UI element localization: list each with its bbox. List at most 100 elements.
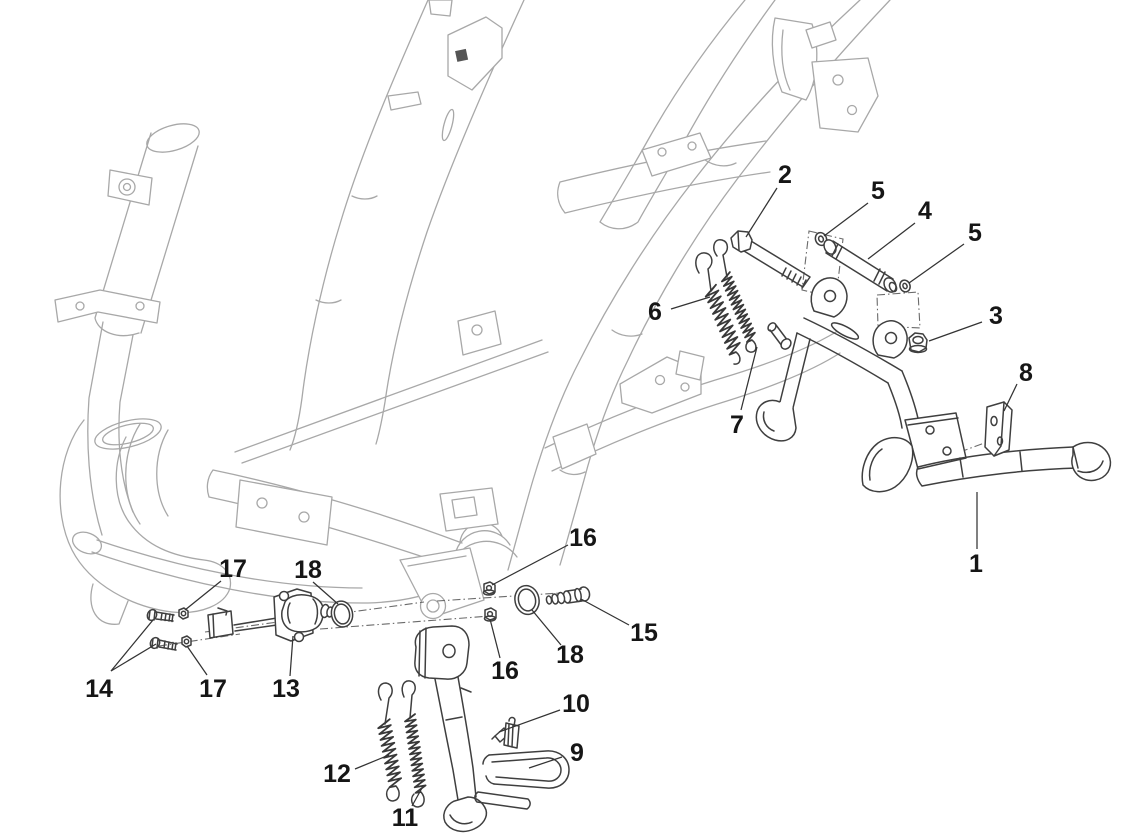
callout-label-17: 17 [219, 555, 247, 583]
side-stand-pivot [414, 625, 470, 680]
stand-mount-plate [904, 412, 967, 470]
leader-line-16 [491, 544, 569, 586]
part-18-oring-right [514, 584, 540, 616]
spine-tab [387, 91, 422, 111]
part-3-nut [908, 332, 928, 354]
switch-body [281, 594, 324, 633]
floor-brace [234, 339, 549, 464]
part-5-washer-right [899, 279, 911, 293]
callout-label-4: 4 [918, 197, 932, 225]
part-12-spring [377, 682, 402, 802]
stand-foot-stop [755, 399, 797, 442]
rear-tube-left [507, 0, 861, 571]
part-11-spring [401, 680, 427, 808]
switch-connector [207, 610, 234, 639]
callout-label-18: 18 [294, 556, 322, 584]
spring-coil [721, 271, 756, 343]
leader-line-9 [528, 756, 563, 769]
callout-label-14: 14 [85, 675, 113, 703]
callout-label-13: 13 [272, 675, 300, 703]
callout-label-5: 5 [871, 177, 885, 205]
leader-line-4 [867, 222, 916, 260]
axis-lower-row [158, 633, 241, 647]
stand-lever-paddle [1071, 441, 1112, 482]
floor-bracket [235, 479, 333, 546]
leader-line-11 [411, 787, 423, 807]
spring-coil [404, 713, 427, 794]
part-7-spring [713, 239, 757, 353]
callout-label-15: 15 [630, 619, 658, 647]
callout-label-16: 16 [569, 524, 597, 552]
part-15-pivot-bolt [545, 586, 591, 605]
leader-line-8 [1003, 383, 1018, 412]
callout-label-17: 17 [199, 675, 227, 703]
leader-line-17 [184, 580, 222, 611]
leader-line-15 [580, 598, 630, 626]
leader-line-17 [186, 645, 208, 676]
leader-line-7 [740, 346, 758, 411]
leader-line-16 [489, 618, 501, 659]
floor-end-plate [439, 487, 499, 532]
part-16-nuts [482, 581, 497, 622]
part-4-spacer-pin [823, 239, 898, 293]
stand-left-leg [779, 332, 811, 409]
leader-line-2 [745, 187, 778, 238]
stand-foot-pad [861, 437, 914, 493]
lower-rail [91, 539, 450, 604]
spring-coil [704, 283, 741, 356]
exploded-parts [146, 230, 1112, 833]
leader-line-18 [531, 609, 562, 646]
callout-labels: 2 5 4 5 3 6 7 8 1 16 17 18 15 18 16 14 17 13 10 9 12 11 [85, 161, 1033, 832]
leader-line-12 [354, 754, 390, 770]
callout-label-12: 12 [323, 760, 351, 788]
leader-line-14 [110, 619, 154, 672]
pivot-boss [419, 592, 447, 620]
callout-label-7: 7 [730, 411, 744, 439]
callout-label-6: 6 [648, 298, 662, 326]
stand-mount-tube [544, 331, 841, 472]
part-1-centre-stand [755, 277, 1112, 493]
part-9-stop-bracket [474, 750, 570, 810]
spine-mid-bracket [457, 310, 502, 356]
callout-label-8: 8 [1019, 359, 1033, 387]
callout-label-2: 2 [778, 161, 792, 189]
leader-line-3 [928, 321, 983, 342]
callout-label-1: 1 [969, 550, 983, 578]
leader-line-5 [908, 243, 965, 284]
part-18-oring-left [330, 600, 354, 628]
callout-label-9: 9 [570, 739, 584, 767]
callout-label-5: 5 [968, 219, 982, 247]
rear-bracket-plate [811, 57, 879, 133]
side-stand-leg [414, 625, 488, 833]
part-2-pivot-bolt [730, 230, 811, 289]
scooter-frame-lineart [54, 0, 891, 625]
leader-line-14 [110, 643, 157, 672]
assembly-box-b [876, 291, 921, 329]
engine-mount-plate [54, 289, 161, 324]
leader-line-13 [289, 635, 294, 677]
callout-label-10: 10 [562, 690, 590, 718]
spine-top-bracket [447, 16, 503, 91]
part-5-washer-left [814, 231, 828, 247]
part-8-spacer-bracket [984, 401, 1013, 457]
part-6-spring [695, 252, 741, 365]
mid-tube-bracket [641, 132, 712, 177]
callout-label-18: 18 [556, 641, 584, 669]
main-spine-tube [289, 0, 429, 451]
part-14-bolts [146, 608, 178, 651]
part-13-side-stand-switch [207, 588, 334, 643]
callout-label-16: 16 [491, 657, 519, 685]
leader-line-5 [823, 202, 869, 237]
callout-label-3: 3 [989, 302, 1003, 330]
exhaust-silhouette [59, 419, 232, 614]
side-stand-mount-bracket [399, 547, 485, 619]
part-10-buffer-clip [491, 716, 520, 749]
frame-clamp-ring [94, 418, 162, 450]
callout-label-11: 11 [392, 804, 419, 832]
part-17-nuts [178, 607, 192, 648]
spring-coil [377, 718, 402, 789]
axis-pivot-bolt [436, 592, 561, 602]
head-tube-opening [146, 123, 200, 153]
